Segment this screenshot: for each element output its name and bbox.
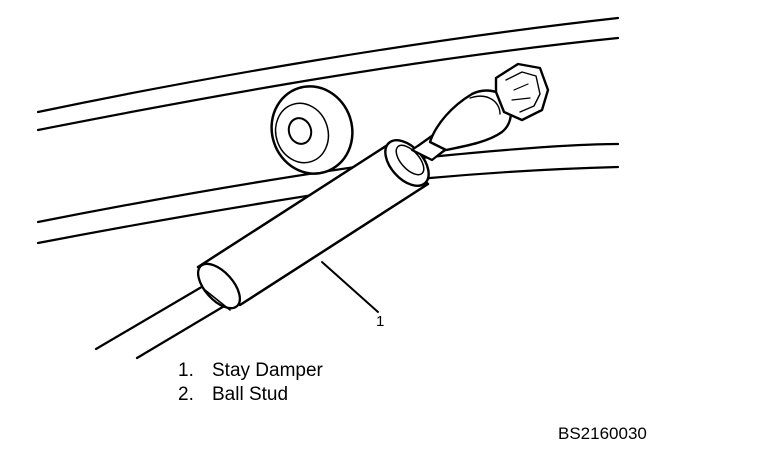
panel-edge-upper-1 <box>36 16 620 114</box>
legend-item-number: 2. <box>178 384 194 405</box>
callout-number: 1 <box>376 313 385 330</box>
damper-rod-left <box>94 283 228 360</box>
legend-item-label: Ball Stud <box>212 384 289 405</box>
mounting-washer <box>270 85 354 175</box>
legend-item-label: Stay Damper <box>212 360 323 381</box>
legend-item: 2. Ball Stud <box>178 383 323 407</box>
panel-edge-upper-2 <box>36 36 620 132</box>
damper-cylinder <box>196 144 430 311</box>
parts-legend: 1. Stay Damper 2. Ball Stud <box>178 359 323 407</box>
legend-item-number: 1. <box>178 360 194 381</box>
legend-item: 1. Stay Damper <box>178 359 323 383</box>
figure-code: BS2160030 <box>558 424 647 443</box>
ball-stud-nut <box>494 62 550 122</box>
callout-leader <box>321 261 379 313</box>
